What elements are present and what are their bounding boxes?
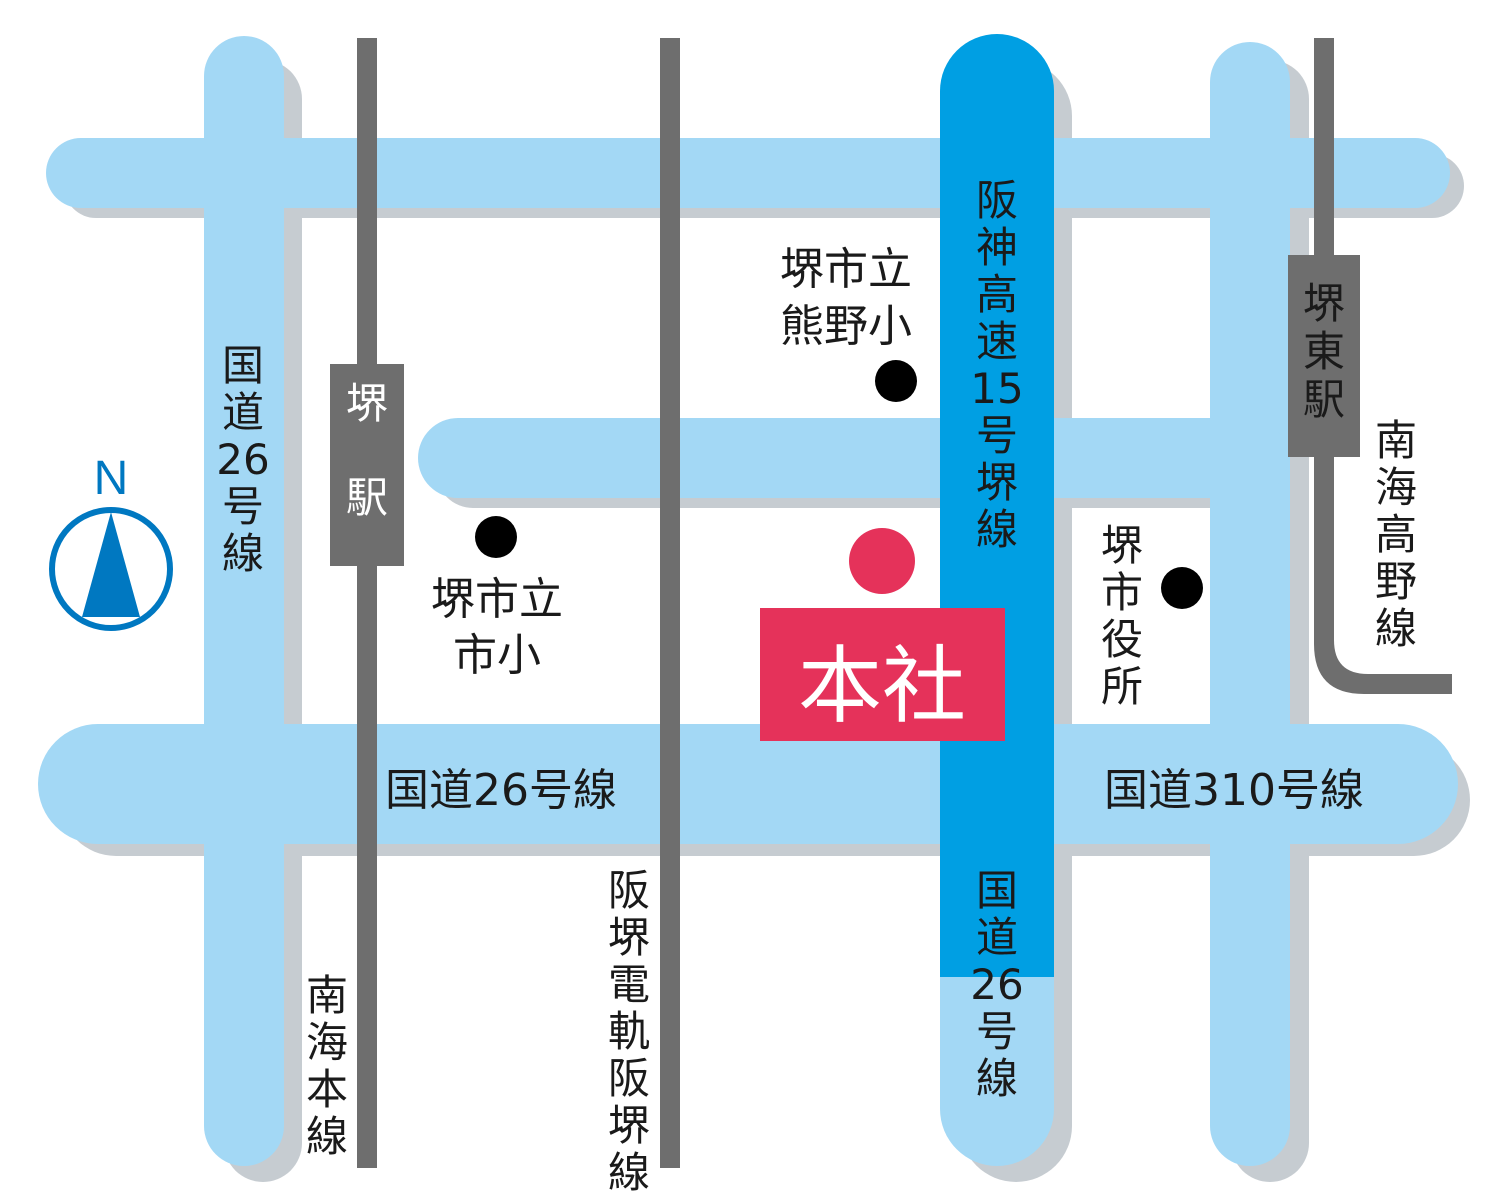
kumano-school-marker xyxy=(875,360,917,402)
headquarters-marker xyxy=(849,528,915,594)
ichi-school-marker xyxy=(475,516,517,558)
road-route26-main xyxy=(38,724,1458,844)
road-route26-west xyxy=(204,36,284,1166)
label-kumano-school-line2: 熊野小 xyxy=(780,301,912,352)
road-hanshin-expressway xyxy=(940,34,1054,977)
station-sakai-char: 堺 xyxy=(346,379,388,428)
rail-nankai-main xyxy=(357,38,377,1168)
roads xyxy=(38,36,1458,1166)
north-arrow-icon xyxy=(82,512,140,617)
city-hall-marker xyxy=(1161,567,1203,609)
rail-hankai-tram xyxy=(660,38,680,1168)
road-north xyxy=(46,138,1450,208)
compass-north-letter: N xyxy=(94,452,129,505)
label-hankai-tram: 阪堺電軌阪堺線 xyxy=(608,866,650,1197)
station-sakai-char: 駅 xyxy=(346,473,388,522)
station-sakaihigashi xyxy=(1288,255,1360,457)
poi-labels: 堺市立 熊野小 堺市立 市小 xyxy=(431,244,912,681)
station-sakai: 堺 駅 xyxy=(330,364,404,566)
label-station-sakaihigashi: 堺東駅 xyxy=(1303,279,1345,424)
label-kumano-school-line1: 堺市立 xyxy=(780,244,912,295)
compass: N xyxy=(49,452,173,631)
rail-nankai-koya xyxy=(1314,38,1452,694)
road-east-vertical xyxy=(1210,42,1290,1166)
label-nankai-main: 南海本線 xyxy=(306,971,348,1161)
label-nankai-koya: 南海高野線 xyxy=(1375,416,1417,653)
svg-text:堺: 堺 xyxy=(346,379,388,428)
railways xyxy=(357,38,1452,1168)
label-ichi-school-line1: 堺市立 xyxy=(431,574,563,625)
label-city-hall: 堺市役所 xyxy=(1101,521,1143,711)
label-ichi-school-line2: 市小 xyxy=(453,630,541,681)
poi-markers xyxy=(475,360,1203,609)
headquarters-label: 本社 xyxy=(798,637,966,735)
headquarters-label-box xyxy=(760,608,1005,741)
headquarters: 本社 xyxy=(760,528,1005,741)
label-route26-main: 国道26号線 xyxy=(385,765,617,816)
svg-text:駅: 駅 xyxy=(346,473,388,522)
label-route310: 国道310号線 xyxy=(1104,765,1364,816)
horizontal-labels: 国道26号線 国道310号線 xyxy=(385,765,1364,816)
road-middle xyxy=(418,418,1288,498)
